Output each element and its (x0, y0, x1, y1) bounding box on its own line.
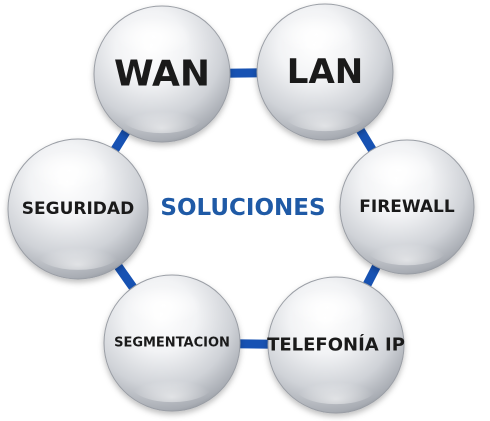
node-segmentacion: SEGMENTACION (103, 274, 241, 412)
node-label: LAN (287, 52, 363, 92)
node-gloss (116, 17, 192, 56)
node-rim-light (131, 368, 213, 403)
node-rim-light (284, 97, 366, 132)
node-wan: WAN (93, 5, 231, 143)
node-gloss (279, 15, 355, 54)
node-gloss (31, 150, 109, 191)
node-rim-light (121, 99, 203, 134)
node-label: SEGMENTACION (114, 336, 230, 351)
node-rim-light (36, 234, 120, 270)
node-telefonia-ip: TELEFONÍA IP (267, 276, 405, 414)
node-firewall: FIREWALL (339, 139, 475, 275)
center-title: SOLUCIONES (160, 195, 325, 221)
node-gloss (290, 288, 366, 327)
solution-nodes: WAN LAN FIREWALL TELEFONÍA IP SEGMENTACI… (7, 3, 475, 414)
node-rim-light (295, 370, 377, 405)
node-gloss (126, 286, 202, 325)
node-label: SEGURIDAD (22, 199, 134, 219)
node-lan: LAN (256, 3, 394, 141)
node-label: FIREWALL (359, 197, 455, 217)
node-gloss (362, 151, 436, 189)
node-rim-light (366, 231, 448, 266)
node-label: WAN (114, 54, 210, 95)
node-seguridad: SEGURIDAD (7, 138, 149, 280)
node-label: TELEFONÍA IP (267, 334, 405, 356)
